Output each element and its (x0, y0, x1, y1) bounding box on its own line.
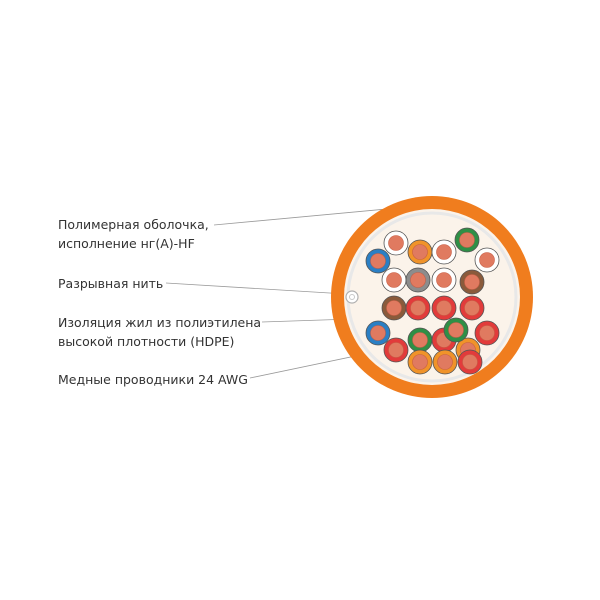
insulated-wire (405, 295, 431, 321)
callout-jacket-line2: исполнение нг(А)-HF (58, 236, 195, 251)
insulated-wire (474, 247, 500, 273)
copper-conductor (436, 300, 452, 316)
copper-conductor (386, 272, 402, 288)
copper-conductor (436, 244, 452, 260)
cable-core-area (344, 209, 520, 385)
copper-conductor (370, 253, 386, 269)
insulated-wire (459, 295, 485, 321)
copper-conductor (448, 322, 464, 338)
insulated-wire (407, 349, 433, 375)
leader-jacket (213, 206, 409, 226)
copper-conductor (410, 300, 426, 316)
copper-conductor (412, 332, 428, 348)
callout-insulation-line2: высокой плотности (HDPE) (58, 334, 235, 349)
callout-insulation: Изоляция жил из полиэтилена высокой плот… (58, 313, 261, 351)
insulated-wire (459, 269, 485, 295)
callout-copper-line1: Медные проводники 24 AWG (58, 372, 248, 387)
insulated-wire (407, 239, 433, 265)
insulated-wire (431, 295, 457, 321)
insulated-wire (381, 295, 407, 321)
insulated-wire (381, 267, 407, 293)
insulated-wire (457, 349, 483, 375)
copper-conductor (479, 325, 495, 341)
callout-rip-thread-line1: Разрывная нить (58, 276, 164, 291)
insulated-wire (474, 320, 500, 346)
copper-conductor (412, 354, 428, 370)
copper-conductor (412, 244, 428, 260)
insulated-wire (365, 248, 391, 274)
copper-conductor (464, 274, 480, 290)
leader-rip-thread (165, 282, 347, 295)
rip-cord-core (349, 294, 355, 300)
rip-cord-fiber (345, 290, 359, 304)
copper-conductor (388, 342, 404, 358)
copper-conductor (437, 354, 453, 370)
insulated-wire (365, 320, 391, 346)
copper-conductor (370, 325, 386, 341)
insulated-wires (365, 227, 500, 375)
insulated-wire (432, 349, 458, 375)
insulated-wire (454, 227, 480, 253)
insulated-wire (383, 230, 409, 256)
insulated-wire (443, 317, 469, 343)
insulated-wire (407, 327, 433, 353)
insulated-wire (431, 267, 457, 293)
callout-copper: Медные проводники 24 AWG (58, 370, 248, 389)
insulated-wire (431, 239, 457, 265)
rip-cord (345, 290, 359, 304)
copper-conductor (436, 272, 452, 288)
copper-conductor (479, 252, 495, 268)
copper-conductor (410, 272, 426, 288)
callout-jacket: Полимерная оболочка, исполнение нг(А)-HF (58, 215, 209, 253)
callout-jacket-line1: Полимерная оболочка, (58, 217, 209, 232)
copper-conductor (388, 235, 404, 251)
callout-rip-thread: Разрывная нить (58, 274, 163, 293)
insulated-wire (405, 267, 431, 293)
copper-conductor (462, 354, 478, 370)
copper-conductor (459, 232, 475, 248)
callout-insulation-line1: Изоляция жил из полиэтилена (58, 315, 262, 330)
insulated-wire (383, 337, 409, 363)
copper-conductor (386, 300, 402, 316)
copper-conductor (464, 300, 480, 316)
